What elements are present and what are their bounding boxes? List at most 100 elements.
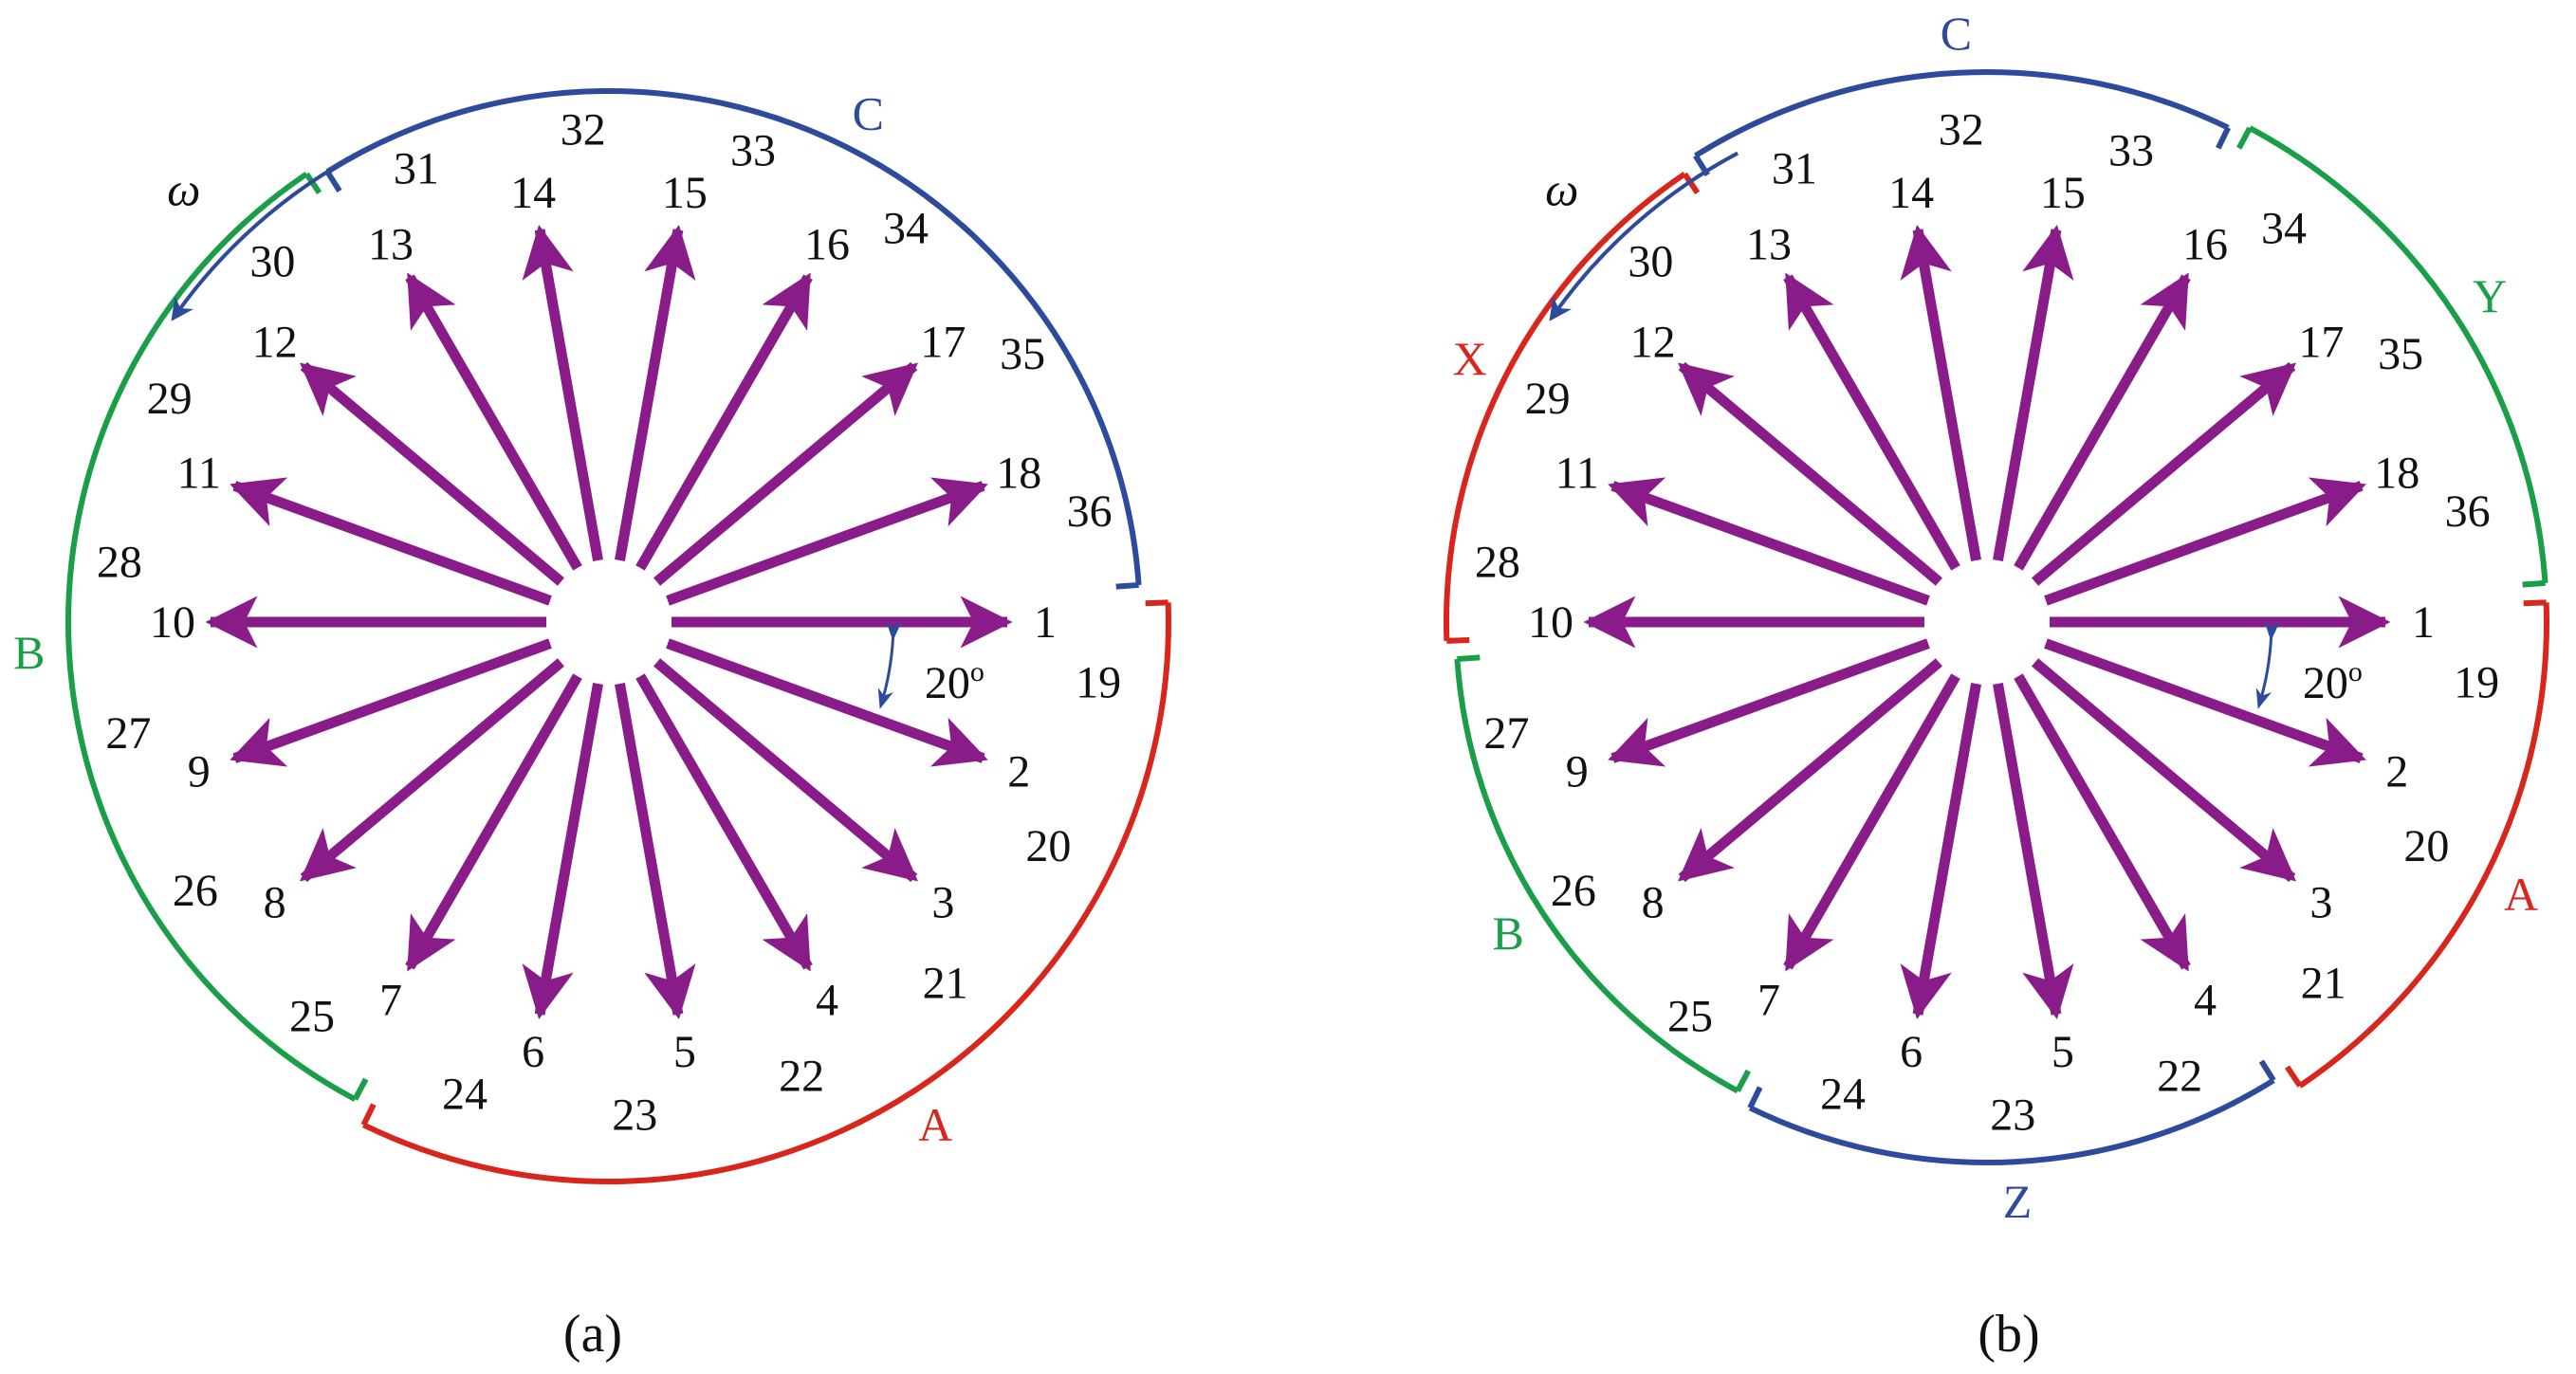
phasor-arrow [1678, 361, 1942, 586]
phase-band-tick [1747, 1086, 1763, 1109]
caption-a: (a) [563, 1305, 622, 1364]
slot-label: 35 [2378, 329, 2423, 379]
phasor-arrow [653, 361, 918, 586]
slot-label: 15 [2040, 168, 2086, 218]
angle-label: 20o [2303, 656, 2363, 708]
phase-label-a: A [918, 1098, 952, 1151]
slot-label: 29 [1525, 374, 1571, 424]
slot-label: 28 [97, 538, 142, 588]
phase-band-tick [2236, 126, 2253, 150]
slot-label: 8 [264, 878, 286, 928]
phasor-arrow [300, 361, 564, 586]
hub-circle [552, 565, 666, 679]
phase-band-tick [1735, 1069, 1752, 1092]
slot-label: 19 [2454, 657, 2499, 707]
slot-label: 3 [2309, 878, 2332, 928]
phasor-arrow [1608, 638, 1930, 767]
phase-band-c [1694, 69, 2230, 158]
slot-label: 25 [1667, 991, 1713, 1041]
slot-label: 14 [510, 168, 556, 218]
slot-label: 21 [2301, 958, 2346, 1008]
phasor-arrow [300, 658, 564, 883]
phase-band-z [1748, 1077, 2275, 1165]
slot-label: 6 [522, 1027, 544, 1077]
slot-label: 1 [2412, 597, 2435, 648]
slot-label: 9 [188, 746, 211, 797]
slot-label: 17 [2298, 317, 2344, 367]
phase-band-tick [1682, 172, 1701, 195]
phasor-arrow [615, 683, 696, 1020]
phasor-arrow [1608, 477, 1930, 606]
slot-label: 3 [931, 878, 954, 928]
angle-marker [877, 620, 902, 709]
slot-label: 13 [368, 220, 414, 270]
slot-label: 32 [1939, 105, 1984, 156]
slot-label: 22 [779, 1052, 824, 1102]
angle-label: 20o [925, 656, 984, 708]
slot-label: 2 [1007, 746, 1030, 797]
slot-label: 1 [1034, 597, 1057, 648]
caption-b: (b) [1978, 1305, 2039, 1364]
slot-label: 21 [923, 958, 968, 1008]
phasor-arrow [1900, 683, 1981, 1020]
slot-label: 15 [662, 168, 708, 218]
phase-band-y [2248, 125, 2548, 584]
slot-label: 16 [2182, 220, 2228, 270]
phase-band-tick [1446, 637, 1470, 644]
slot-label: 32 [561, 105, 606, 156]
slot-label: 35 [1000, 329, 1045, 379]
slot-label: 27 [105, 708, 151, 759]
phasor-arrow [2044, 477, 2366, 606]
slot-label: 34 [2261, 204, 2307, 254]
slot-label: 24 [1820, 1069, 1866, 1119]
rotation-arrow [171, 151, 361, 321]
slot-label: 33 [730, 126, 776, 176]
phasor-arrow [1783, 272, 1960, 571]
slot-label: 5 [2052, 1027, 2074, 1077]
phase-band-a [2298, 602, 2549, 1089]
omega-label: ω [167, 163, 200, 216]
slot-label: 26 [173, 866, 218, 916]
phasor-arrow [2014, 272, 2191, 571]
slot-label: 7 [1757, 975, 1780, 1025]
phasor-arrow [2014, 673, 2191, 972]
slot-label: 26 [1551, 866, 1596, 916]
phase-label-b: B [1492, 907, 1523, 960]
phasor-arrow [653, 658, 918, 883]
slot-label: 23 [612, 1090, 657, 1140]
slot-label: 4 [2194, 975, 2217, 1025]
slot-label: 22 [2157, 1052, 2202, 1102]
phase-label-c: C [853, 87, 884, 140]
slot-label: 31 [1772, 143, 1817, 193]
phasor-arrow [522, 224, 603, 561]
phase-label-a: A [2504, 868, 2538, 921]
phase-label-c: C [1941, 7, 1972, 60]
slot-label: 33 [2108, 126, 2154, 176]
phase-band-b [65, 171, 357, 1102]
slot-label: 7 [379, 975, 402, 1025]
slot-label: 30 [249, 237, 295, 287]
phasor-arrow [1993, 224, 2074, 561]
phasor-arrow [2032, 361, 2296, 586]
slot-label: 36 [2445, 486, 2491, 537]
phase-label-b: B [13, 626, 45, 679]
phasor-arrow [666, 477, 988, 606]
slot-label: 31 [394, 143, 439, 193]
phasor-arrow [230, 638, 552, 767]
slot-label: 4 [816, 975, 838, 1025]
phase-band-b [1454, 658, 1739, 1094]
phasor-arrow [522, 683, 603, 1020]
slot-label: 20 [1025, 821, 1071, 871]
phase-band-x [1444, 171, 1686, 641]
slot-label: 2 [2385, 746, 2408, 797]
phase-band-a [362, 602, 1171, 1184]
phase-band-tick [360, 1103, 377, 1127]
angle-value: 20 [925, 658, 970, 708]
slot-label: 9 [1566, 746, 1589, 797]
phasor-arrow [1993, 683, 2074, 1020]
slot-label: 18 [996, 449, 1041, 499]
phasor-arrow [230, 477, 552, 606]
slot-label: 29 [147, 374, 193, 424]
phase-band-c [325, 87, 1142, 586]
